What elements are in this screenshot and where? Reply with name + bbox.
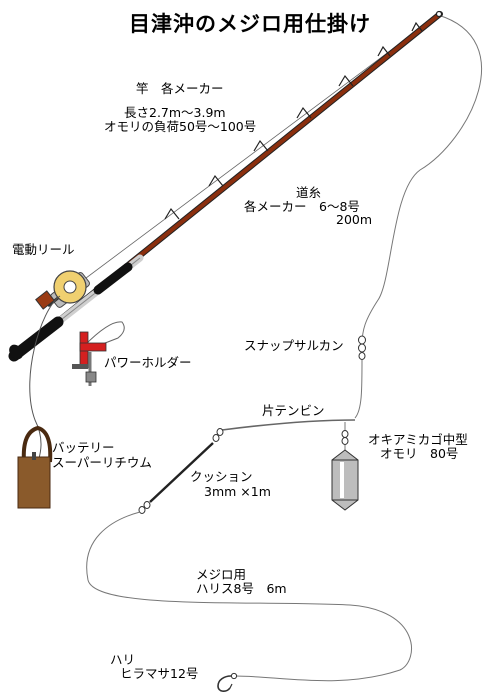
hook-label-2: ヒラマサ12号 [120, 666, 199, 681]
battery-cable [29, 295, 61, 463]
leader-label-1: メジロ用 [196, 567, 247, 582]
rod-holder-icon [72, 321, 125, 386]
line-length-label: 200m [336, 212, 373, 227]
swivel-to-tenbin-line [354, 359, 363, 419]
leader-line [86, 511, 412, 682]
page-title: 目津沖のメジロ用仕掛け [129, 12, 371, 36]
fishing-rod-icon [8, 10, 443, 362]
reel-label: 電動リール [12, 242, 75, 257]
chum-cage-icon [331, 430, 359, 511]
line-name-label: 道糸 [296, 185, 322, 200]
battery-label-1: バッテリー [52, 440, 115, 455]
rod-length-label: 長さ2.7m～3.9m [124, 105, 226, 120]
hook-label-1: ハリ [110, 652, 136, 667]
rod-sinker-label: オモリの負荷50号～100号 [104, 119, 257, 134]
electric-reel-icon [35, 270, 90, 310]
main-line [361, 14, 483, 346]
leader-label-2: ハリス8号 6m [196, 581, 287, 596]
tenbin-label: 片テンビン [262, 403, 325, 418]
cage-label-2: オモリ 80号 [380, 446, 459, 461]
tenbin-swivel-icon [212, 428, 224, 442]
rod-name-label: 竿 各メーカー [136, 81, 224, 96]
battery-label-2: スーパーリチウム [52, 455, 152, 470]
cushion-label-2: 3mm ×1m [204, 484, 271, 499]
battery-bag-icon [17, 425, 53, 509]
tenbin-arm [221, 419, 356, 431]
cage-label-1: オキアミカゴ中型 [368, 432, 468, 447]
cushion-label-1: クッション [190, 469, 253, 484]
snap-swivel-label: スナップサルカン [244, 338, 344, 353]
line-size-label: 各メーカー 6～8号 [244, 199, 360, 214]
holder-label: パワーホルダー [104, 355, 192, 370]
rod-line [69, 14, 439, 291]
cushion-swivel-icon [138, 501, 151, 514]
fish-hook-icon [217, 672, 238, 692]
cushion-rubber [149, 442, 214, 503]
swivel-icon [358, 335, 366, 360]
